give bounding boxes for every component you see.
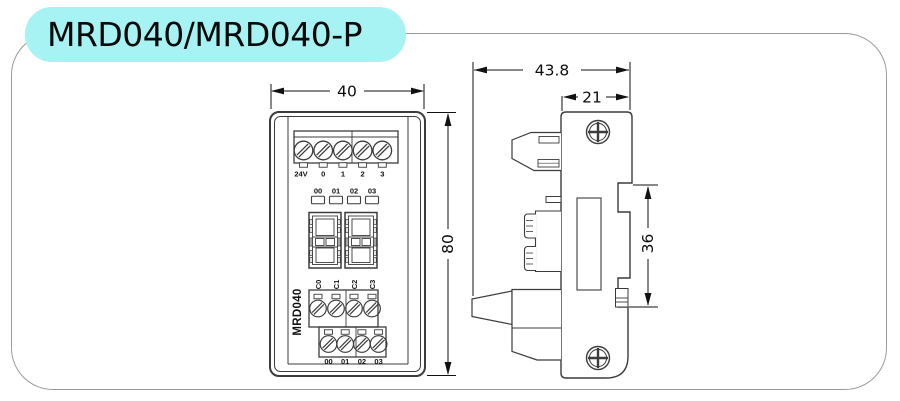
terminal-screw-icon [369,335,388,353]
side-middle-connectors [523,210,561,273]
dim-label-height: 80 [439,234,457,254]
bottom-label-00: 00 [324,357,332,366]
bottom-label-03: 03 [374,357,382,366]
terminal-screw-icon [319,335,338,353]
wire-clamp-icon [357,329,367,335]
terminal-screw-icon [352,140,373,161]
phillips-screw-icon [585,345,611,371]
terminal-label-3: 3 [380,170,384,179]
terminal-screw-icon [345,299,363,318]
bottom-label-01: 01 [341,357,349,366]
badge-title: MRD040/MRD040-P [47,15,363,54]
top-terminal-block: 24V 0 1 2 3 [293,130,399,179]
arrowhead-icon [444,113,452,126]
wire-clamp-icon [340,329,350,335]
side-body-outline [560,111,633,379]
terminal-screw-icon [313,140,334,161]
terminal-screw-icon [309,299,327,318]
contact-label-c3: C3 [368,280,377,290]
din-rail-channel [576,197,602,291]
led-label-03: 03 [368,187,376,196]
dimensions: 40 80 43.8 21 [270,62,658,376]
contact-terminal-block: C0 C1 C2 C3 [308,280,381,328]
wire-clamp-icon [313,293,323,300]
bottom-label-02: 02 [358,357,366,366]
wire-clamp-icon [324,329,333,335]
dim-label-rail-height: 36 [639,234,657,254]
dim-label-body-depth: 21 [582,89,602,107]
dimension-front-height: 80 [427,112,457,376]
terminal-label-1: 1 [341,170,345,179]
side-view [471,111,633,379]
arrowhead-icon [474,66,487,74]
wire-clamp-icon [349,293,359,300]
contact-label-c1: C1 [332,280,341,290]
arrowhead-icon [616,93,629,101]
wire-clamp-icon [377,162,387,168]
led-label-00: 00 [314,187,322,196]
terminal-label-24v: 24V [294,170,307,179]
terminal-screw-icon [372,140,393,161]
dimension-side-total-depth: 43.8 [472,62,631,296]
dim-label-width: 40 [337,83,357,101]
wire-clamp-icon [299,162,308,168]
wire-clamp-icon [374,329,384,335]
dim-label-total-depth: 43.8 [535,62,570,80]
wire-clamp-icon [358,162,368,168]
wire-clamp-icon [338,162,348,168]
contact-label-c2: C2 [350,280,359,290]
led-label-01: 01 [332,187,340,196]
terminal-screw-icon [336,335,355,353]
arrowhead-icon [271,87,284,95]
wire-clamp-icon [367,293,377,300]
led-indicator-row: 00 01 02 03 [310,187,380,205]
arrowhead-icon [411,87,424,95]
led-window-icon [346,195,362,205]
led-window-icon [328,195,344,205]
arrowhead-icon [563,93,576,101]
bottom-terminal-block: 00 01 02 03 [318,326,388,366]
arrowhead-icon [444,362,452,375]
title-badge: MRD040/MRD040-P [25,7,406,62]
terminal-screw-icon [327,299,345,318]
side-bottom-plug [471,288,561,361]
contact-label-c0: C0 [314,280,323,290]
front-view: 24V 0 1 2 3 00 01 02 03 MRD040 C0 C1 C2 … [269,111,426,377]
dimension-side-body-depth: 21 [561,89,629,111]
relay-block [308,211,342,269]
dimension-front-width: 40 [270,83,425,109]
side-small-tab [545,196,562,203]
wire-clamp-icon [318,162,328,168]
module-outline [269,111,426,377]
led-label-02: 02 [350,187,358,196]
arrowhead-icon [644,186,652,199]
din-latch [615,288,629,308]
model-name-label: MRD040 [292,288,304,335]
plug-wedge [471,290,513,326]
dimension-side-rail-height: 36 [629,184,658,308]
terminal-screw-icon [332,140,353,161]
led-window-icon [310,195,326,205]
arrowhead-icon [644,293,652,306]
terminal-label-0: 0 [321,170,325,179]
relay-block [344,211,378,269]
led-window-icon [364,195,380,205]
terminal-screw-icon [293,140,314,161]
terminal-label-2: 2 [361,170,365,179]
side-top-plug [511,131,561,172]
arrowhead-icon [616,66,629,74]
module-inner-outline [274,116,421,372]
wire-clamp-icon [331,293,341,300]
phillips-screw-icon [585,119,611,145]
